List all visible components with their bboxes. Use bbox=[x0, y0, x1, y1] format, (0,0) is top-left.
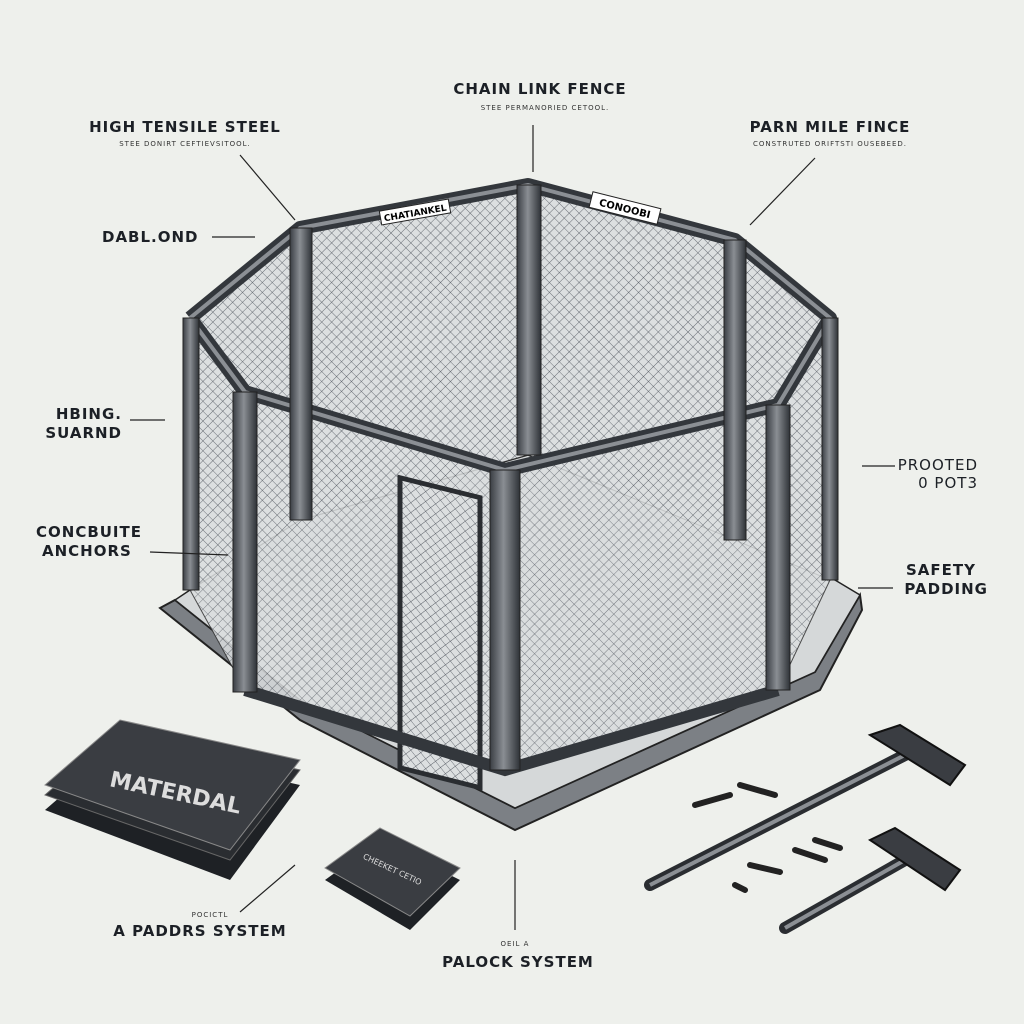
label-hbing-line2: SUARND bbox=[45, 424, 122, 442]
label-hbing-line1: HBING. bbox=[55, 405, 122, 423]
label-paddrs-sub: POCICTL bbox=[191, 911, 229, 919]
label-prooted-line1: PROOTED bbox=[897, 456, 978, 474]
label-parn-mile-fince: PARN MILE FINCE bbox=[749, 118, 911, 136]
small-pad-stack: CHEEKET CETIO bbox=[324, 827, 461, 930]
label-parn-mile-fince-sub: CONSTRUTED ORIFTSTI OUSEBEED. bbox=[752, 140, 908, 148]
label-high-tensile-steel: HIGH TENSILE STEEL bbox=[89, 118, 281, 136]
label-high-tensile-steel-sub: STEE DONIRT CEFTIEVSITOOL. bbox=[119, 140, 251, 148]
label-palock-sub: OEIL A bbox=[500, 940, 530, 948]
label-palock-system: PALOCK SYSTEM bbox=[442, 953, 594, 971]
label-concrete-anchors-line2: ANCHORS bbox=[42, 542, 132, 560]
label-concrete-anchors-line1: CONCBUITE bbox=[36, 523, 142, 541]
label-chain-link-fence: CHAIN LINK FENCE bbox=[453, 80, 627, 98]
label-dabl-ond: DABL.OND bbox=[102, 228, 199, 246]
bolts bbox=[692, 782, 843, 893]
label-chain-link-fence-sub: STEE PERMANORIED CETOOL. bbox=[480, 104, 610, 112]
label-safety-padding-line1: SAFETY bbox=[906, 561, 976, 579]
gate bbox=[397, 474, 483, 791]
material-pad-stack: MATERDAL bbox=[44, 719, 301, 880]
posts bbox=[182, 184, 839, 771]
hammer-icon bbox=[644, 723, 967, 891]
leader-lines bbox=[130, 125, 895, 930]
hammer-icon bbox=[779, 826, 962, 934]
label-paddrs-system: A PADDRS SYSTEM bbox=[113, 922, 287, 940]
label-prooted-line2: 0 POT3 bbox=[918, 474, 978, 492]
label-safety-padding-line2: PADDING bbox=[904, 580, 988, 598]
